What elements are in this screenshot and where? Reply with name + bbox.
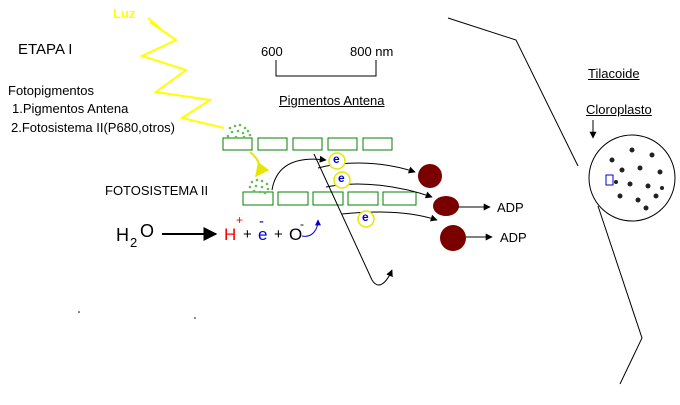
photosystem-pigment-row	[242, 191, 417, 206]
photosystem-label: FOTOSISTEMA II	[105, 183, 209, 198]
water-h: H	[116, 225, 129, 245]
light-ray	[139, 17, 225, 129]
atp-synthase-3	[440, 225, 466, 251]
electron-diagonal-path	[313, 153, 393, 286]
thylakoid-membrane-outline-lower	[597, 205, 643, 385]
proton-symbol: H	[224, 225, 237, 244]
antenna-pigment-row	[222, 137, 393, 151]
stage-title: ETAPA I	[18, 41, 73, 58]
plus-sign-1: +	[243, 226, 252, 243]
scale-start-label: 600	[261, 44, 283, 59]
thylakoid-label: Tilacoide	[588, 66, 640, 81]
atp-synthase-2	[433, 196, 459, 216]
antenna-title: Pigmentos Antena	[279, 93, 385, 108]
photopigments-title: Fotopigmentos	[8, 83, 94, 98]
electron-path-2	[317, 162, 416, 174]
excited-pigment-photosystem	[248, 178, 270, 195]
adp-label-2: ADP	[500, 230, 527, 245]
scale-end-label: 800 nm	[350, 44, 394, 59]
electron-label-2: e	[338, 171, 345, 185]
water-subscript-2: 2	[130, 235, 138, 250]
wavelength-scale	[275, 60, 377, 77]
atp-synthase-1	[418, 164, 442, 188]
electron-symbol: e	[258, 225, 268, 244]
electron-path-4	[341, 211, 438, 222]
proton-charge: +	[236, 213, 244, 227]
grana-stacks	[609, 147, 664, 211]
electron-label-3: e	[362, 210, 369, 224]
excited-pigment-antenna	[226, 123, 252, 139]
thylakoid-membrane-outline	[447, 17, 579, 167]
stray-dot-1	[78, 311, 80, 313]
oxygen-curl-arrow	[301, 219, 321, 237]
light-label: Luz	[113, 6, 136, 21]
energy-transfer-arrow	[249, 151, 270, 178]
electron-bar: -	[259, 213, 264, 230]
electron-label-1: e	[333, 152, 340, 166]
electron-marker-2	[333, 171, 351, 189]
electron-path-1	[271, 155, 327, 191]
electron-marker-1	[328, 152, 346, 170]
thylakoid-selection-box	[605, 174, 614, 186]
chloroplast-label: Cloroplasto	[586, 102, 652, 117]
oxygen-symbol: O	[289, 225, 303, 244]
adp-label-1: ADP	[497, 200, 524, 215]
photopigments-item-1: 1.Pigmentos Antena	[12, 101, 129, 116]
stray-dot-2	[194, 317, 196, 319]
photopigments-item-2: 2.Fotosistema II(P680,otros)	[11, 120, 176, 135]
oxygen-charge: -	[300, 217, 304, 231]
electron-marker-3	[357, 210, 375, 228]
plus-sign-2: +	[274, 226, 283, 243]
water-o: O	[140, 221, 155, 241]
